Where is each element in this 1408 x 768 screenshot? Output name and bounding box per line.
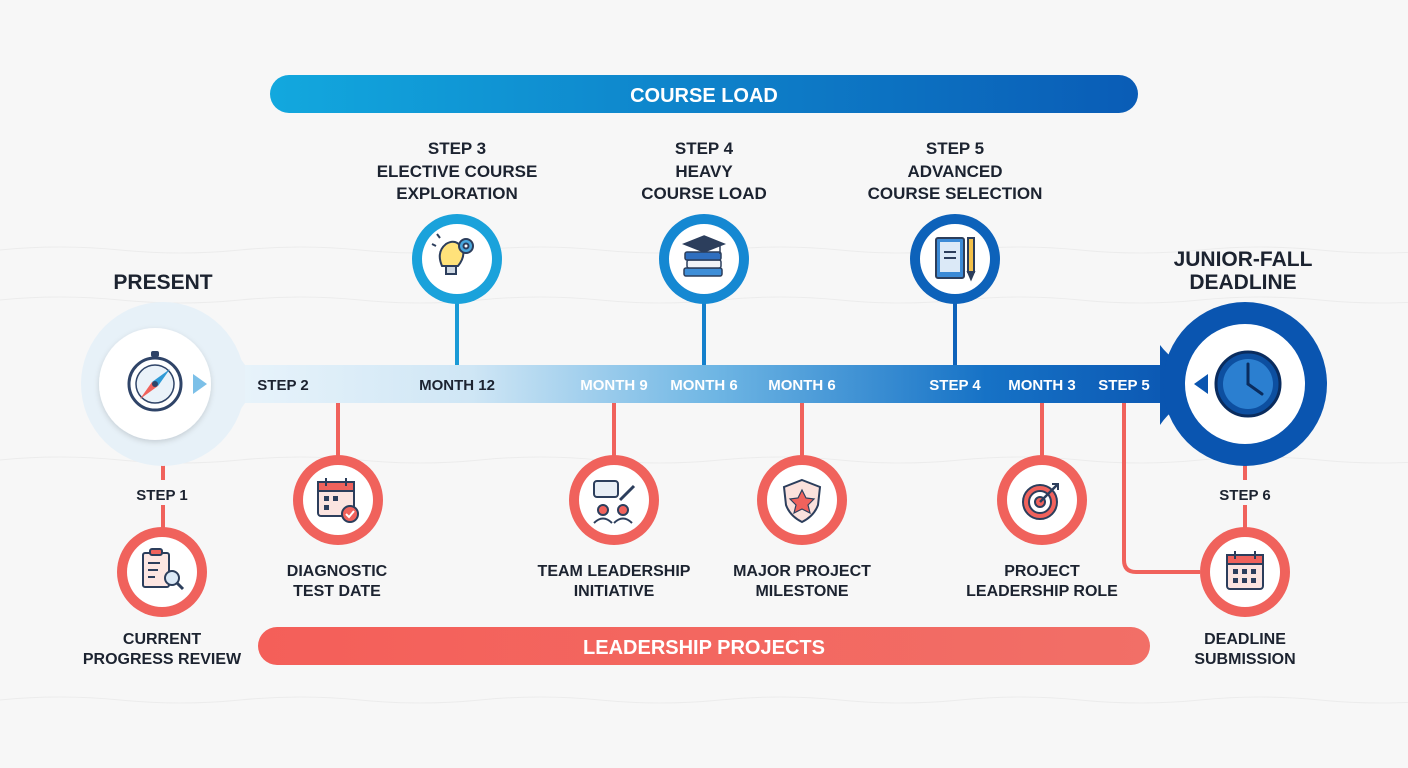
lightbulb-gear-icon: [431, 233, 474, 275]
present-label: PRESENT: [113, 271, 212, 294]
target-gear-icon: [1022, 483, 1059, 520]
bottom-node-title: TEST DATE: [293, 583, 381, 600]
bottom-node-step: STEP 1: [136, 487, 187, 504]
shield-star-icon: [782, 478, 822, 524]
end-arrow-icon: [1194, 374, 1208, 394]
start-node: PRESENT: [81, 271, 245, 466]
track-labels: STEP 2 MONTH 12 MONTH 9 MONTH 6 MONTH 6 …: [257, 377, 1149, 394]
track-label: MONTH 6: [768, 377, 836, 394]
bottom-node-title: DIAGNOSTIC: [287, 563, 388, 580]
top-node-title: HEAVY: [675, 162, 733, 181]
top-node-step3: STEP 3 ELECTIVE COURSE EXPLORATION: [377, 139, 538, 304]
leadership-projects-label: LEADERSHIP PROJECTS: [583, 637, 825, 659]
track-label: STEP 5: [1098, 377, 1149, 394]
top-node-step4: STEP 4 HEAVY COURSE LOAD: [641, 139, 767, 304]
bottom-node-title: LEADERSHIP ROLE: [966, 583, 1118, 600]
calendar-icon: [1226, 551, 1264, 590]
main-track: [228, 365, 1200, 403]
team-chat-icon: [593, 480, 636, 524]
track-label: MONTH 3: [1008, 377, 1076, 394]
top-node-title: COURSE SELECTION: [868, 184, 1043, 203]
clipboard-search-icon: [142, 548, 185, 591]
track-label: MONTH 12: [419, 377, 495, 394]
deadline-title-line1: JUNIOR-FALL: [1174, 248, 1313, 271]
bottom-node-diagnostic: DIAGNOSTIC TEST DATE: [287, 455, 388, 600]
deadline-title-line2: DEADLINE: [1189, 271, 1296, 294]
track-label: STEP 2: [257, 377, 308, 394]
bottom-node-title: MILESTONE: [755, 583, 848, 600]
bottom-node-title: INITIATIVE: [574, 583, 655, 600]
start-arrow-icon: [193, 374, 207, 394]
course-load-label: COURSE LOAD: [630, 85, 778, 107]
top-node-title: COURSE LOAD: [641, 184, 767, 203]
bottom-node-team-leadership: TEAM LEADERSHIP INITIATIVE: [538, 455, 691, 600]
top-node-title: ELECTIVE COURSE: [377, 162, 538, 181]
bottom-node-title: SUBMISSION: [1194, 651, 1295, 668]
bottom-node-title: MAJOR PROJECT: [733, 563, 871, 580]
calendar-check-icon: [317, 478, 359, 523]
compass-icon: [127, 351, 183, 412]
bottom-node-step6: STEP 6 DEADLINE SUBMISSION: [1194, 487, 1295, 668]
bottom-node-title: DEADLINE: [1204, 631, 1286, 648]
bottom-node-step1: STEP 1 CURRENT PROGRESS REVIEW: [83, 487, 242, 668]
bottom-node-title: PROGRESS REVIEW: [83, 651, 242, 668]
end-node: JUNIOR-FALL DEADLINE: [1160, 248, 1327, 466]
bottom-node-major-project: MAJOR PROJECT MILESTONE: [733, 455, 871, 600]
top-node-step: STEP 4: [675, 139, 734, 158]
track-label: STEP 4: [929, 377, 981, 394]
track-label: MONTH 6: [670, 377, 738, 394]
bottom-node-title: CURRENT: [123, 631, 201, 648]
top-node-step: STEP 5: [926, 139, 984, 158]
book-pencil-icon: [935, 237, 976, 282]
bottom-node-title: PROJECT: [1004, 563, 1080, 580]
top-node-title: EXPLORATION: [396, 184, 518, 203]
bottom-node-project-leadership: PROJECT LEADERSHIP ROLE: [966, 455, 1118, 600]
leadership-projects-band: LEADERSHIP PROJECTS: [258, 627, 1150, 665]
bottom-node-title: TEAM LEADERSHIP: [538, 563, 691, 580]
bottom-node-step: STEP 6: [1219, 487, 1270, 504]
track-label: MONTH 9: [580, 377, 648, 394]
graduation-books-icon: [681, 235, 727, 277]
course-load-band: COURSE LOAD: [270, 75, 1138, 113]
clock-icon: [1214, 350, 1282, 418]
top-node-step5: STEP 5 ADVANCED COURSE SELECTION: [868, 139, 1043, 304]
top-node-step: STEP 3: [428, 139, 486, 158]
top-node-title: ADVANCED: [907, 162, 1002, 181]
